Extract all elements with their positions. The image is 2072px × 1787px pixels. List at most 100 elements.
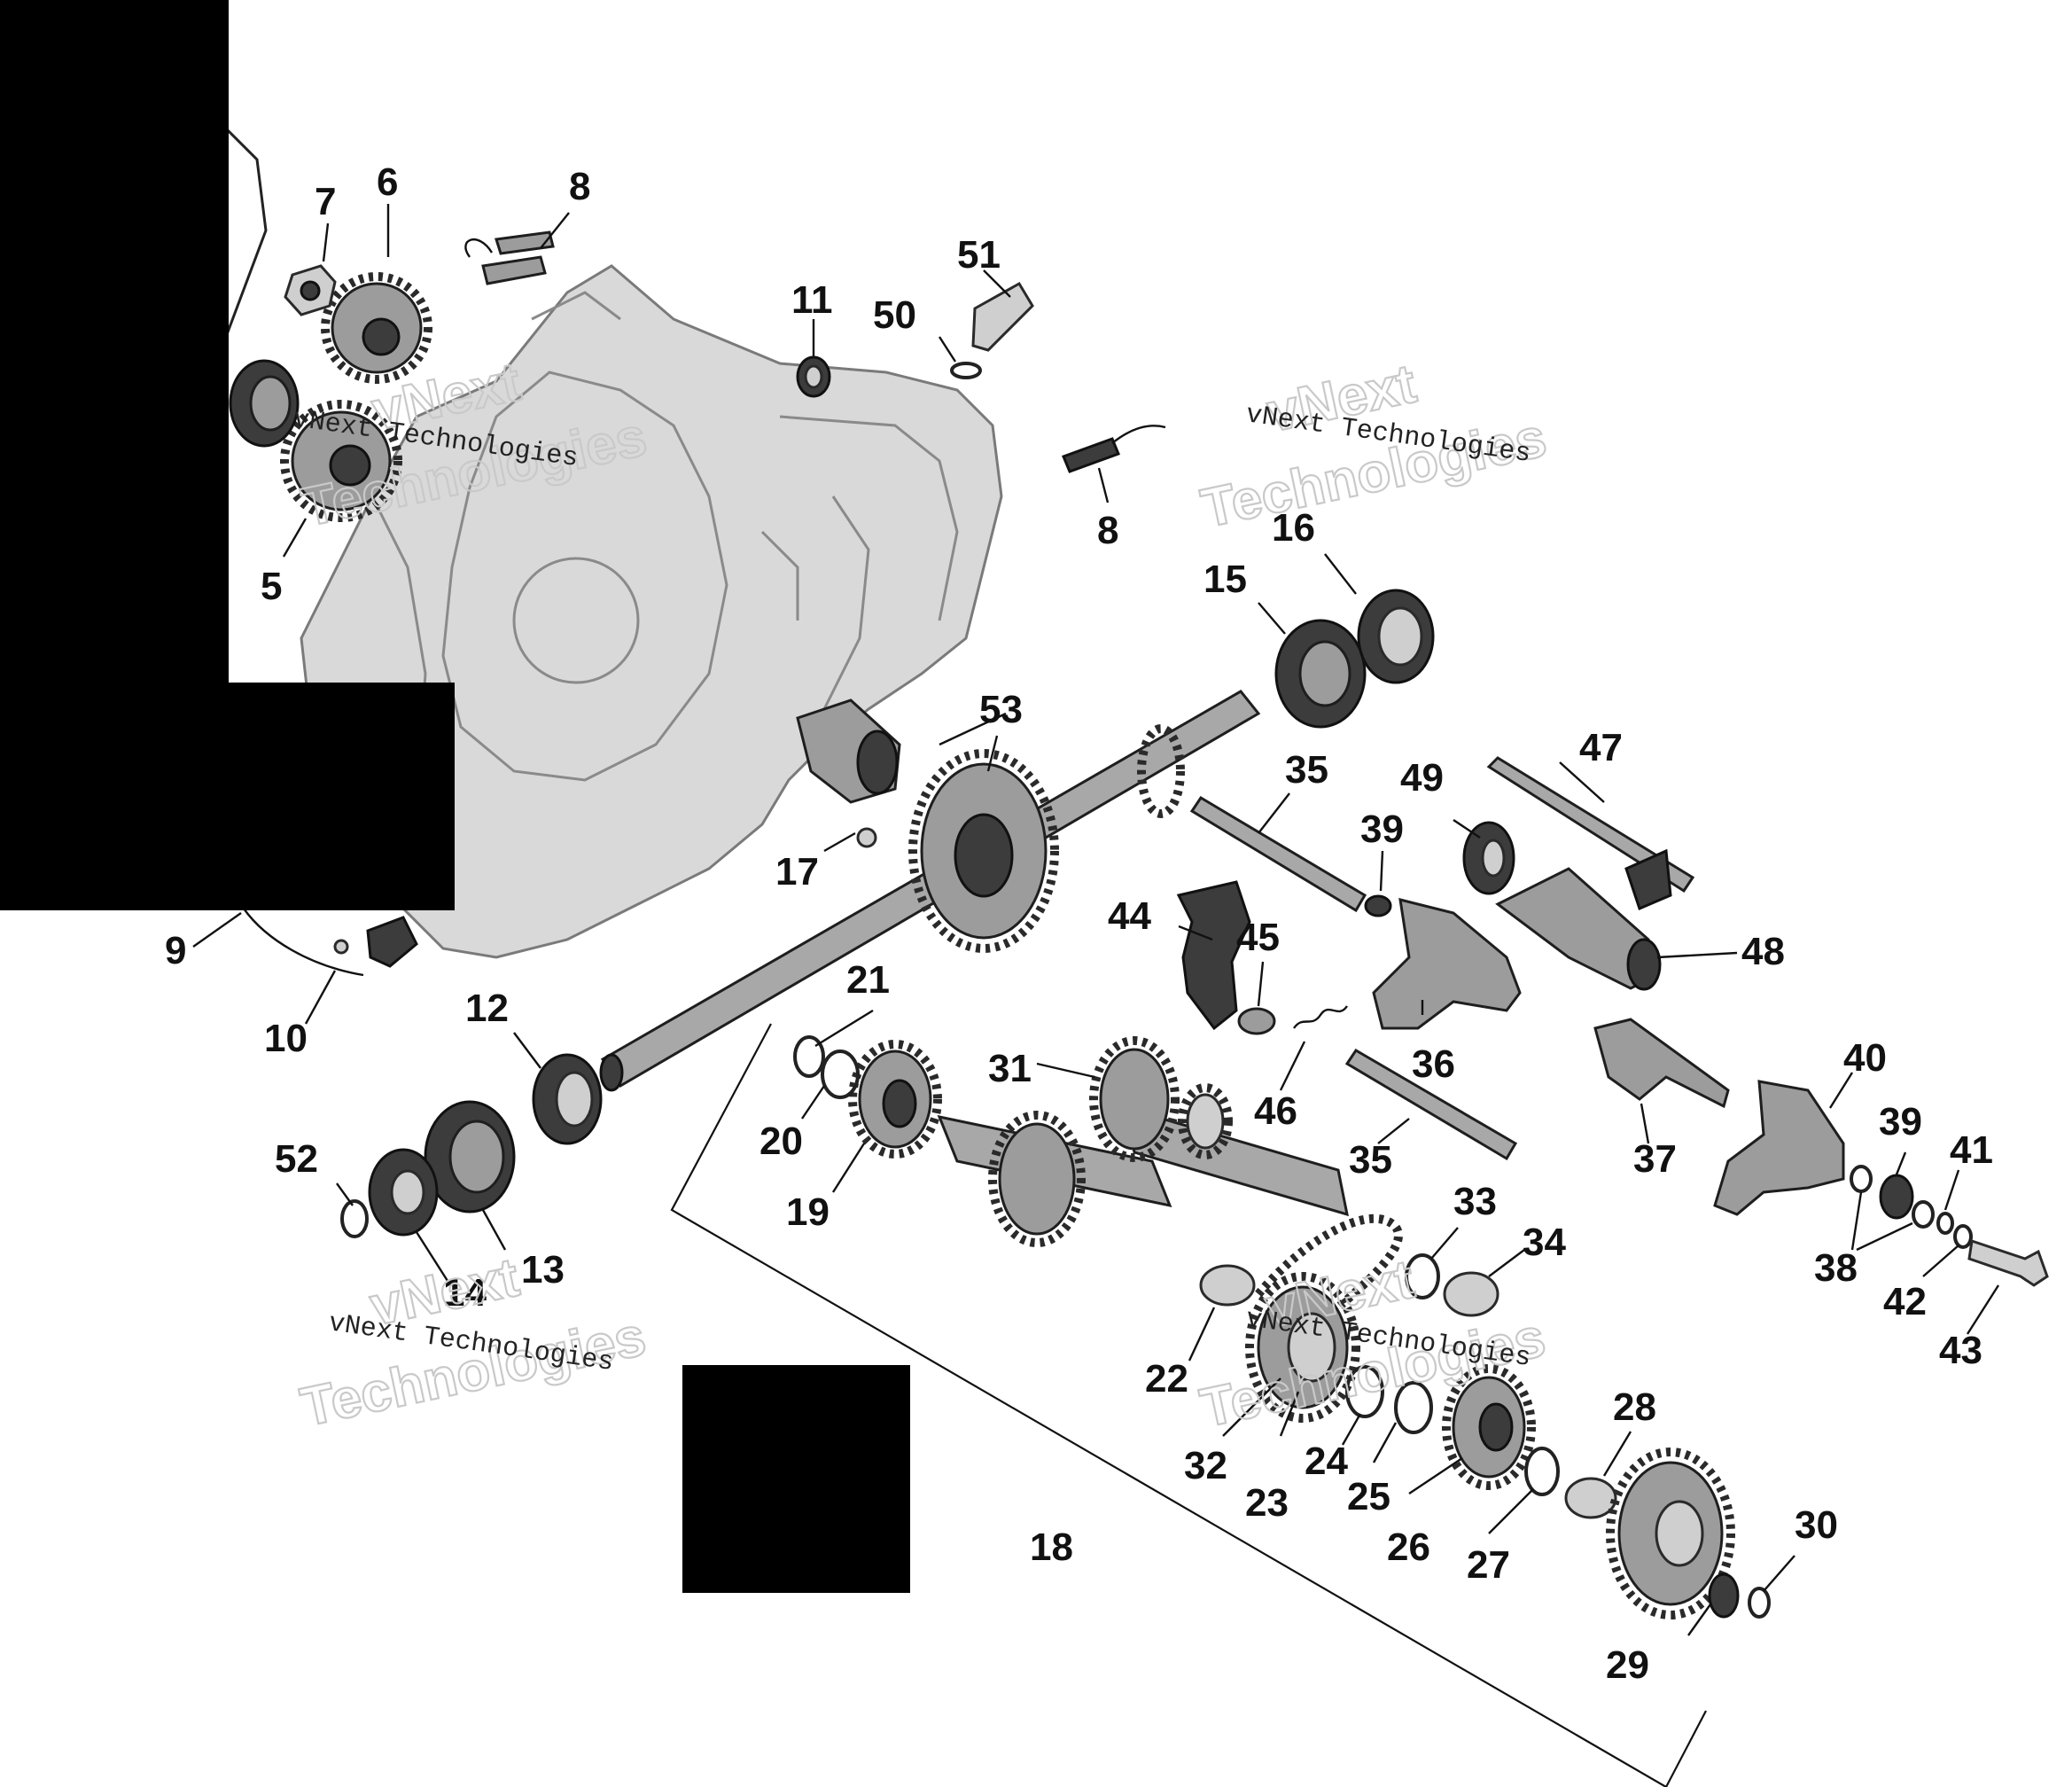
callout-8-right: 8	[1097, 509, 1118, 552]
callout-9: 9	[165, 929, 186, 972]
part-22-bushing	[1199, 1264, 1256, 1307]
callout-41: 41	[1950, 1128, 1993, 1172]
callout-31: 31	[988, 1047, 1032, 1090]
part-19-hub	[848, 1040, 942, 1159]
part-24-ring	[1345, 1365, 1384, 1418]
callout-35-upper: 35	[1285, 748, 1328, 792]
callout-23: 23	[1245, 1481, 1289, 1525]
part-37-shift-lever	[1593, 1018, 1730, 1109]
part-42-oring	[1953, 1224, 1973, 1249]
part-sprocket	[1137, 724, 1185, 818]
callout-30: 30	[1795, 1503, 1838, 1547]
part-40-shift-fork	[1713, 1080, 1845, 1216]
part-34-bushing	[1443, 1271, 1499, 1317]
callout-39-lower: 39	[1879, 1100, 1922, 1143]
callout-24: 24	[1305, 1440, 1348, 1483]
bracket-18	[670, 1023, 1667, 1787]
part-6-gear	[321, 272, 432, 384]
callout-7: 7	[315, 180, 336, 223]
part-36-shift-fork	[1372, 897, 1522, 1030]
part-29-washer	[1708, 1572, 1740, 1619]
part-15-bearing	[1274, 619, 1367, 729]
callout-26: 26	[1387, 1526, 1430, 1569]
callout-42: 42	[1883, 1280, 1927, 1323]
callout-36: 36	[1412, 1042, 1455, 1086]
part-bearing-left	[229, 359, 300, 448]
part-38-washer-a	[1850, 1165, 1873, 1193]
part-27-ring	[1524, 1447, 1560, 1496]
part-20-ring	[821, 1050, 860, 1099]
callout-47: 47	[1579, 726, 1623, 769]
part-48-shift-drum	[1495, 867, 1662, 991]
part-7-nut	[284, 264, 337, 316]
crankcase-housing	[300, 264, 1003, 959]
leader-lines	[192, 204, 2000, 1636]
callout-18: 18	[1030, 1526, 1073, 1569]
callout-44: 44	[1108, 894, 1151, 938]
part-8-sensor-right	[1062, 425, 1166, 473]
callout-5: 5	[261, 565, 282, 608]
callouts: 5 6 7 8 8 9 10 11 12 13 14 15 16 17 18 1…	[165, 160, 1993, 1687]
part-23-gear	[1245, 1272, 1360, 1423]
part-45-bushing	[1237, 1007, 1276, 1035]
part-13-bearing	[424, 1100, 516, 1213]
redaction-block-bottom	[682, 1365, 910, 1593]
callout-28: 28	[1613, 1385, 1656, 1429]
part-46-spring	[1293, 1005, 1348, 1029]
part-53-pinion	[796, 698, 901, 804]
callout-20: 20	[759, 1120, 803, 1163]
part-16-seal	[1357, 589, 1435, 684]
part-49-washer	[1462, 821, 1515, 895]
callout-43: 43	[1939, 1329, 1982, 1372]
part-47-shaft	[1486, 756, 1695, 911]
redaction-block-left-middle	[0, 683, 455, 910]
callout-25: 25	[1347, 1475, 1390, 1518]
part-21-ring	[793, 1035, 825, 1078]
part-28-bushing	[1564, 1477, 1617, 1519]
part-11-seal	[796, 355, 831, 398]
callout-45: 45	[1236, 916, 1280, 959]
callout-11: 11	[791, 278, 833, 322]
part-53-ring-gear	[908, 749, 1059, 953]
callout-39-upper: 39	[1360, 808, 1404, 851]
callout-48: 48	[1741, 930, 1785, 973]
part-38-washer-b	[1912, 1200, 1935, 1229]
callout-8-top: 8	[569, 165, 590, 208]
part-52-clip	[340, 1199, 369, 1238]
callout-19: 19	[786, 1190, 830, 1234]
callout-51: 51	[957, 233, 1001, 277]
part-50-oring	[950, 362, 982, 379]
callout-53: 53	[979, 688, 1023, 731]
callout-21: 21	[846, 958, 890, 1002]
part-44-plate	[1176, 880, 1251, 1031]
part-39-spring-upper	[1364, 894, 1392, 917]
callout-35-lower: 35	[1349, 1138, 1392, 1182]
part-8-sensor-top	[464, 230, 555, 285]
callout-40: 40	[1843, 1036, 1887, 1080]
callout-32: 32	[1184, 1444, 1227, 1487]
callout-10: 10	[264, 1017, 308, 1060]
part-31-shaft-gears	[937, 1036, 1349, 1247]
callout-15: 15	[1203, 558, 1247, 601]
callout-16: 16	[1272, 506, 1315, 550]
part-17-screw	[856, 827, 877, 848]
part-5-gear	[280, 400, 402, 522]
gasket	[211, 113, 268, 338]
part-10-sensor	[243, 908, 418, 977]
callout-38: 38	[1814, 1246, 1858, 1290]
part-43-bolt	[1967, 1239, 2049, 1287]
callout-6: 6	[377, 160, 398, 204]
part-29-gear	[1606, 1448, 1735, 1619]
callout-14: 14	[443, 1271, 487, 1315]
part-30-clip	[1748, 1587, 1771, 1619]
part-12-seal	[532, 1053, 603, 1145]
part-51-pin	[971, 281, 1034, 352]
callout-46: 46	[1254, 1089, 1297, 1133]
part-25-ring	[1394, 1381, 1433, 1434]
callout-22: 22	[1145, 1357, 1188, 1401]
part-33-ring	[1405, 1253, 1440, 1299]
callout-49: 49	[1400, 756, 1444, 800]
part-14-spacer	[368, 1148, 439, 1237]
callout-50: 50	[873, 293, 916, 337]
callout-34: 34	[1523, 1221, 1566, 1264]
